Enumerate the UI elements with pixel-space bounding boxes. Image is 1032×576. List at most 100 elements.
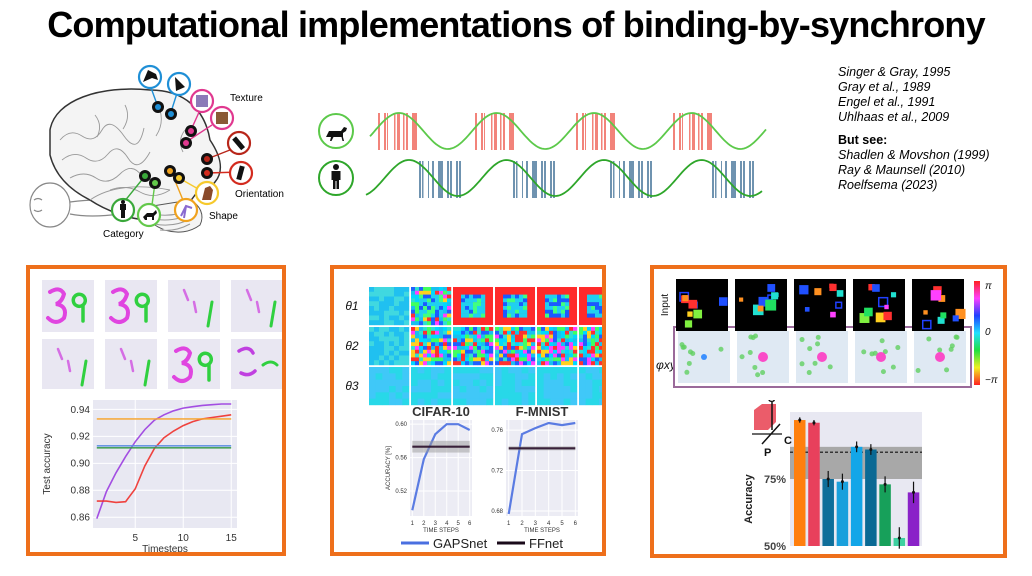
pixel xyxy=(485,327,490,331)
spike xyxy=(604,113,606,150)
y-tick-label: 0.86 xyxy=(71,513,91,524)
pixel xyxy=(599,294,602,299)
pixel xyxy=(599,338,602,343)
object-shape xyxy=(765,299,777,311)
pixel xyxy=(404,320,410,326)
pixel xyxy=(427,349,432,354)
pixel xyxy=(399,291,405,297)
bar-point xyxy=(812,421,816,425)
pixel xyxy=(435,346,440,350)
pixel xyxy=(570,386,578,393)
axis-p xyxy=(761,423,781,445)
object-shape xyxy=(693,309,703,319)
pixel xyxy=(447,338,452,343)
pixel xyxy=(437,373,445,380)
pixel xyxy=(557,361,562,366)
pixel xyxy=(423,290,428,295)
pixel xyxy=(549,353,554,358)
pixel xyxy=(439,313,444,318)
pixel xyxy=(384,346,390,351)
pixel xyxy=(569,327,574,331)
pixel xyxy=(431,290,436,295)
pixel xyxy=(469,302,474,307)
pixel xyxy=(375,367,383,374)
pixel xyxy=(528,398,536,406)
pixel xyxy=(466,386,474,393)
pixel xyxy=(411,313,416,318)
phase-map-tile xyxy=(579,287,602,325)
phase-map-tile xyxy=(537,287,577,325)
pixel xyxy=(523,342,528,347)
pixel xyxy=(507,342,512,347)
pixel xyxy=(404,315,410,321)
pixel xyxy=(485,357,490,362)
pixel xyxy=(507,298,512,303)
pixel xyxy=(550,379,558,387)
pixel xyxy=(419,342,424,347)
pixel xyxy=(389,301,395,307)
pixel xyxy=(495,373,502,380)
pixel xyxy=(503,342,508,347)
pixel xyxy=(481,361,486,366)
pixel xyxy=(369,296,375,302)
spike xyxy=(532,161,535,198)
pixel xyxy=(439,298,444,303)
pixel xyxy=(461,327,466,331)
pixel xyxy=(583,334,588,339)
pixel xyxy=(477,346,482,350)
pixel xyxy=(599,386,602,393)
pixel xyxy=(595,306,600,310)
pixel xyxy=(384,355,390,361)
x-tick-label: 1 xyxy=(507,521,511,527)
pixel xyxy=(439,334,444,339)
pixel xyxy=(374,301,380,307)
pixel xyxy=(404,327,410,332)
phase-blob xyxy=(879,338,885,344)
person-icon xyxy=(331,164,341,189)
pixel xyxy=(415,290,420,295)
object-shape xyxy=(830,311,836,318)
theta-label: θ1 xyxy=(345,299,358,313)
pixel xyxy=(473,327,478,331)
pixel xyxy=(557,373,564,380)
pixel xyxy=(527,357,532,362)
pixel xyxy=(523,294,528,299)
spike xyxy=(432,161,434,198)
pixel xyxy=(439,321,444,326)
pixel xyxy=(519,313,524,318)
pixel xyxy=(489,342,494,347)
pixel xyxy=(473,338,478,343)
pixel xyxy=(543,386,551,393)
pixel xyxy=(495,361,500,366)
pixel xyxy=(511,298,516,303)
axis-s-label: S xyxy=(768,400,775,405)
pixel xyxy=(523,330,528,335)
pixel xyxy=(550,367,558,374)
pixel xyxy=(557,330,562,335)
pixel xyxy=(579,379,586,387)
pixel xyxy=(595,294,600,299)
pixel xyxy=(573,334,578,339)
spike xyxy=(673,113,675,150)
pixel xyxy=(473,309,478,314)
phase-map-tile xyxy=(495,327,536,366)
pixel xyxy=(545,334,550,339)
pixel xyxy=(469,353,474,358)
pixel xyxy=(415,353,420,358)
pixel xyxy=(435,313,440,318)
pixel xyxy=(569,342,574,347)
pixel xyxy=(369,379,376,387)
digit-fragment xyxy=(245,288,261,314)
pixel xyxy=(423,313,428,318)
pixel xyxy=(395,367,403,374)
pixel xyxy=(499,327,504,331)
pixel xyxy=(515,349,520,354)
pixel xyxy=(479,392,487,399)
object-shape xyxy=(864,307,873,317)
pixel xyxy=(466,398,474,406)
spike xyxy=(752,161,754,198)
pixel xyxy=(495,327,500,331)
pixel xyxy=(443,361,448,366)
pixel xyxy=(521,392,529,399)
pixel xyxy=(489,357,494,362)
